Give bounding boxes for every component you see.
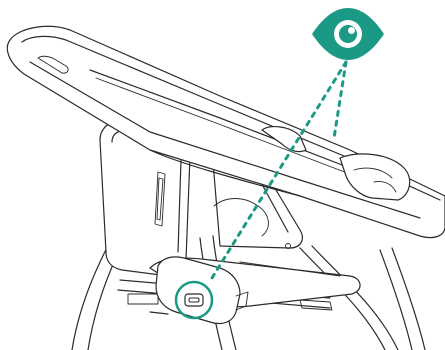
tray-release-button-icon [185, 294, 203, 306]
eye-icon [312, 8, 384, 60]
high-chair-line-art [7, 26, 445, 350]
